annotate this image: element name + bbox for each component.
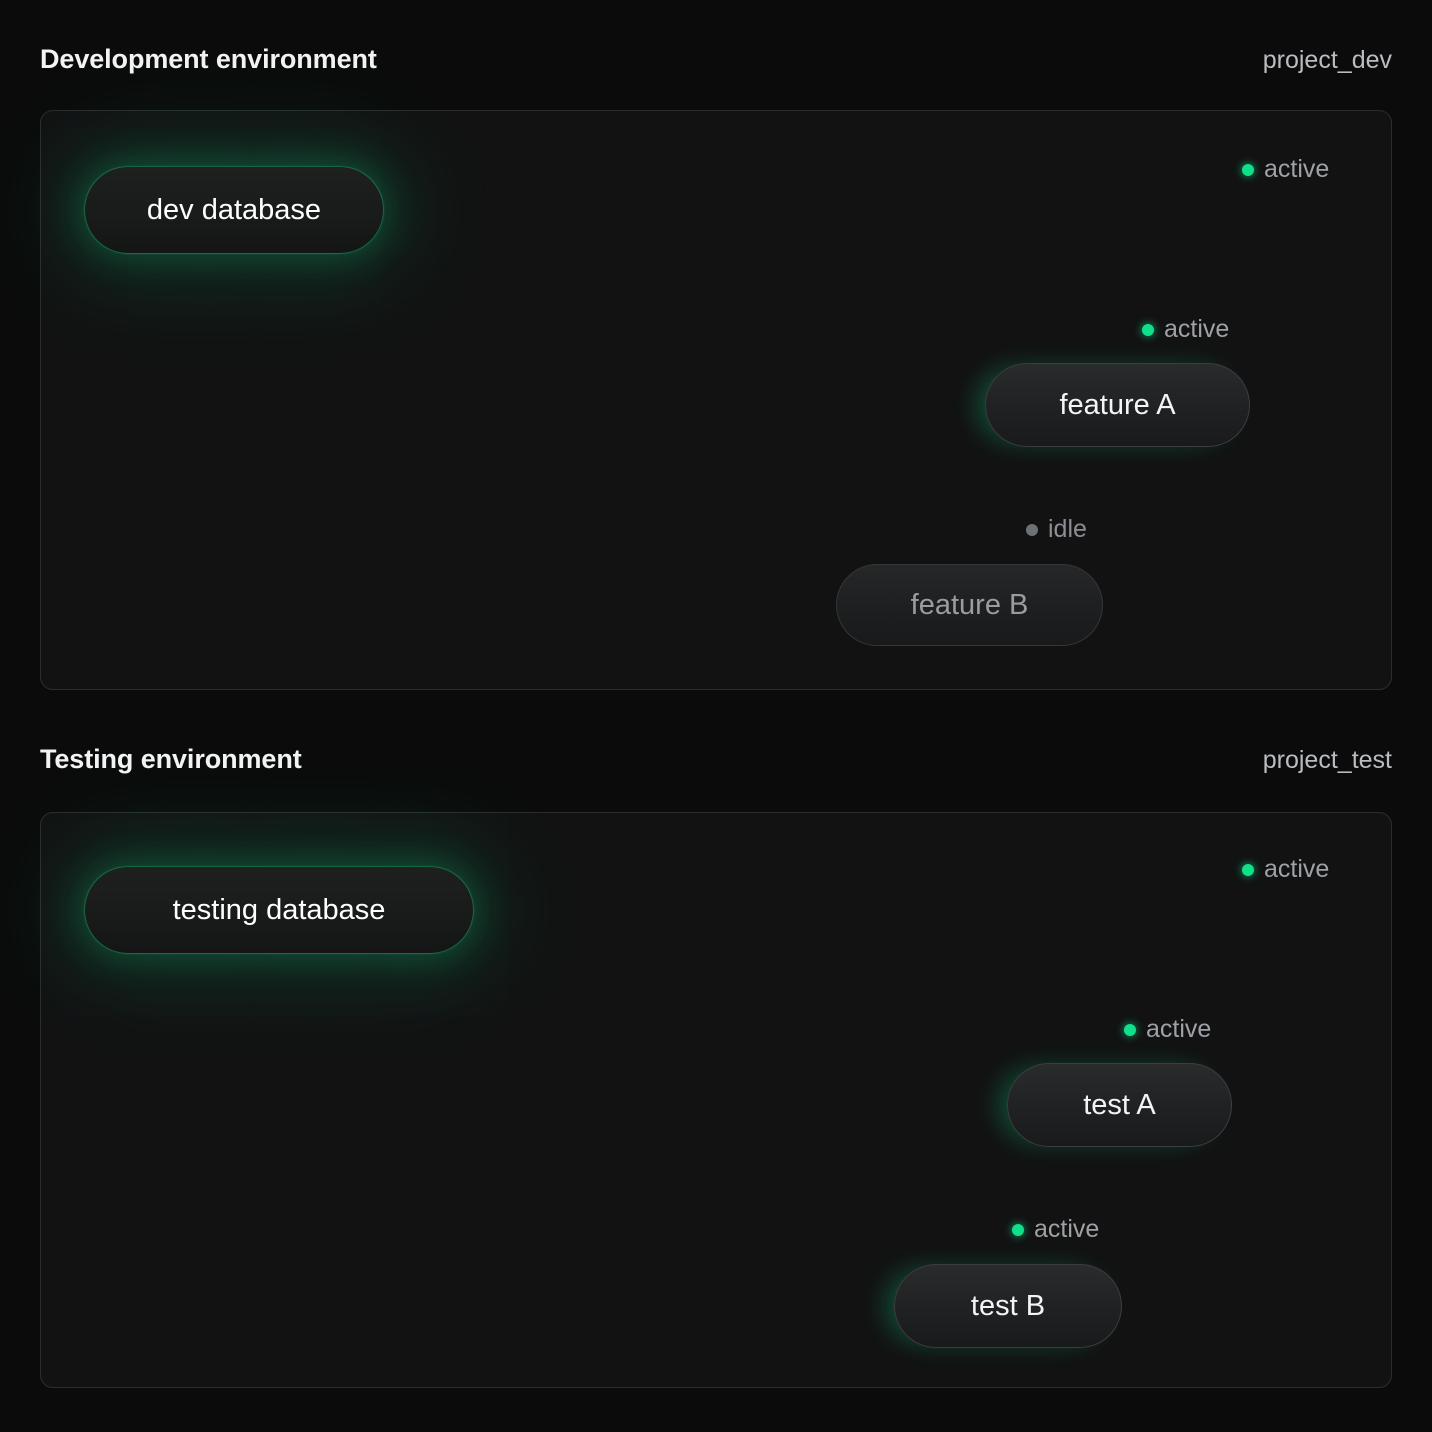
status-label: idle bbox=[1048, 515, 1087, 543]
section-header-testing: Testing environment project_test bbox=[40, 744, 1392, 775]
node-testing-database[interactable]: testing database bbox=[84, 866, 474, 954]
status-label: active bbox=[1146, 1015, 1212, 1043]
status-dot-icon bbox=[1012, 1223, 1024, 1236]
node-feature-a-label: feature A bbox=[1059, 388, 1176, 421]
node-test-a[interactable]: test A bbox=[1007, 1063, 1232, 1147]
node-dev-database-label: dev database bbox=[146, 193, 322, 226]
node-testing-database-label: testing database bbox=[172, 893, 386, 926]
section-title-development: Development environment bbox=[40, 44, 377, 74]
node-feature-b[interactable]: feature B bbox=[836, 564, 1103, 646]
status-dot-icon bbox=[1242, 163, 1254, 176]
status-badge-test-a: active bbox=[1124, 1015, 1211, 1044]
status-dot-icon bbox=[1242, 863, 1254, 876]
node-test-b-label: test B bbox=[970, 1289, 1046, 1322]
status-dot-icon bbox=[1026, 523, 1038, 536]
status-badge-dev-trunk: active bbox=[1242, 155, 1329, 184]
status-badge-feature-b: idle bbox=[1026, 515, 1087, 544]
node-test-b[interactable]: test B bbox=[894, 1264, 1122, 1348]
section-title-testing: Testing environment bbox=[40, 744, 302, 774]
status-badge-test-trunk: active bbox=[1242, 855, 1329, 884]
node-feature-a[interactable]: feature A bbox=[985, 363, 1250, 447]
status-badge-feature-a: active bbox=[1142, 315, 1229, 344]
status-badge-test-b: active bbox=[1012, 1215, 1099, 1244]
section-header-development: Development environment project_dev bbox=[40, 44, 1392, 75]
status-label: active bbox=[1164, 315, 1230, 343]
status-dot-icon bbox=[1124, 1023, 1136, 1036]
node-feature-b-label: feature B bbox=[910, 588, 1029, 621]
status-dot-icon bbox=[1142, 323, 1154, 336]
section-project-testing: project_test bbox=[1262, 746, 1392, 774]
status-label: active bbox=[1034, 1215, 1100, 1243]
node-test-a-label: test A bbox=[1083, 1088, 1156, 1121]
section-project-development: project_dev bbox=[1262, 46, 1392, 74]
node-dev-database[interactable]: dev database bbox=[84, 166, 384, 254]
status-label: active bbox=[1264, 855, 1330, 883]
status-label: active bbox=[1264, 155, 1330, 183]
